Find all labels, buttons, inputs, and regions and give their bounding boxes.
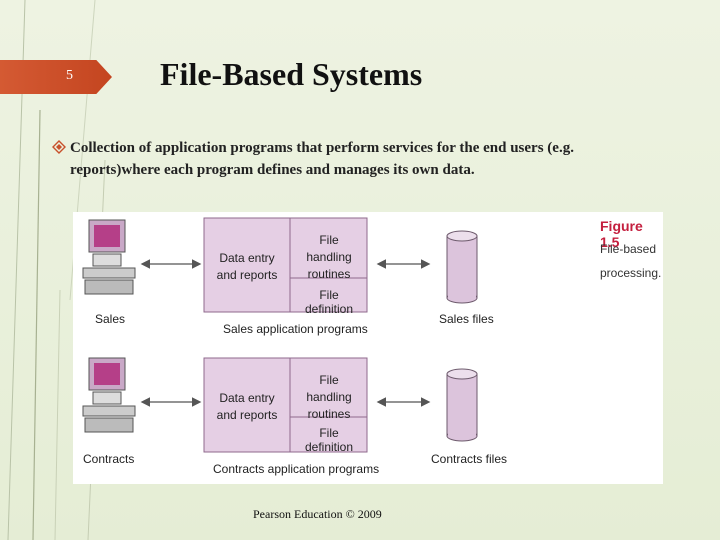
file-cylinder-icon bbox=[446, 368, 478, 442]
figure-caption-line: processing. bbox=[600, 266, 662, 280]
figure-diagram bbox=[82, 217, 478, 453]
file-cylinder-icon bbox=[446, 230, 478, 304]
programs-label: Contracts application programs bbox=[213, 462, 380, 476]
slide-number: 5 bbox=[66, 68, 73, 83]
user-label: Contracts bbox=[83, 452, 135, 466]
computer-icon bbox=[82, 219, 136, 295]
computer-icon bbox=[82, 357, 136, 433]
box-data-entry: Data entry and reports bbox=[216, 391, 278, 422]
box-file-handling: File handling routines bbox=[306, 233, 352, 281]
diamond-bullet-icon bbox=[52, 140, 66, 154]
files-label: Contracts files bbox=[431, 452, 508, 466]
box-data-entry: Data entry and reports bbox=[216, 251, 278, 282]
box-file-handling: File handling routines bbox=[306, 373, 352, 421]
slide-title: File-Based Systems bbox=[160, 56, 423, 92]
box-file-definition: File definition bbox=[304, 426, 354, 454]
figure-file-based-processing: Figure 1.5 File-based processing. Sales … bbox=[73, 212, 663, 484]
figure-caption-title: Figure 1.5 bbox=[600, 218, 643, 250]
box-file-definition: File definition bbox=[304, 288, 354, 316]
footer-credit: Pearson Education © 2009 bbox=[253, 507, 382, 521]
bullet-item: Collection of application programs that … bbox=[52, 137, 662, 181]
bullet-text: Collection of application programs that … bbox=[70, 140, 574, 178]
programs-label: Sales application programs bbox=[223, 322, 368, 336]
slide-number-badge bbox=[0, 60, 112, 94]
user-label: Sales bbox=[95, 312, 126, 326]
files-label: Sales files bbox=[439, 312, 494, 326]
figure-caption-line: File-based bbox=[600, 242, 657, 256]
